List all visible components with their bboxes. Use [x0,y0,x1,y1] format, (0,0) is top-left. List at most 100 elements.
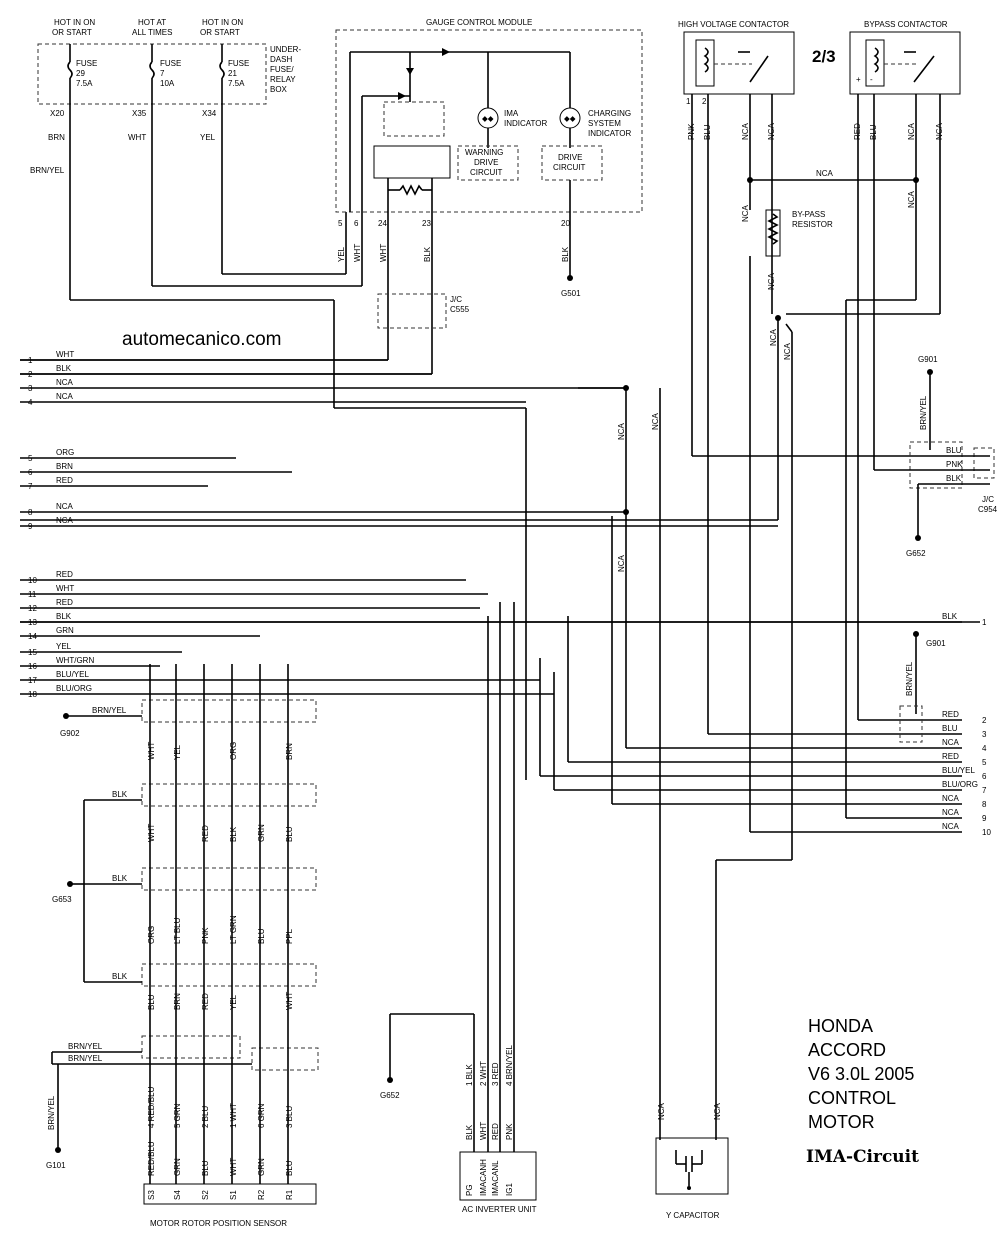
wire-color: NCA [56,392,74,401]
high-voltage-contactor-label: HIGH VOLTAGE CONTACTOR [678,20,789,29]
wire-color: NCA [741,122,750,140]
diode-symbol [398,92,406,100]
wire-number: 6 [28,468,33,477]
wire-number: 2 [982,716,987,725]
wire-color: WHT/GRN [56,656,94,665]
ground-icon [927,369,933,375]
wire-color: RED [56,570,73,579]
wire-number: 2 [28,370,33,379]
title-line: V6 3.0L 2005 [808,1064,914,1084]
subtitle: IMA-Circuit [806,1147,919,1167]
wire-color: YEL [200,133,216,142]
ground-label: G652 [380,1091,400,1100]
wire-number: 10 [28,576,37,585]
bypass-contactor [849,31,961,95]
wire-color: WHT [128,133,146,142]
terminal-label: X35 [132,109,147,118]
warning-drive-label: DRIVE [474,158,498,167]
wire-color: 3 RED [491,1062,500,1086]
power-label: ALL TIMES [132,28,172,37]
fuse-box-label: UNDER- [270,45,301,54]
wire-color: BLK [56,364,72,373]
power-label: HOT IN ON [54,18,95,27]
bypass-resistor [765,209,781,257]
title-line: CONTROL [808,1088,896,1108]
junction-label: C555 [450,305,470,314]
warning-drive-label: CIRCUIT [470,168,503,177]
ima-indicator-label: INDICATOR [504,119,547,128]
wire-color: BRN [173,993,182,1010]
charging-indicator-label: CHARGING [588,109,631,118]
wire-color: NCA [767,272,776,290]
wire-color: ORG [56,448,74,457]
wire-color: NCA [56,378,74,387]
ima-indicator-label: IMA [504,109,519,118]
wire-color: BLK [56,612,72,621]
y-capacitor-name: Y CAPACITOR [666,1211,720,1220]
fuse-number: 21 [228,69,237,78]
ground-label: G501 [561,289,581,298]
pin-label: S2 [201,1190,210,1200]
ground-icon [913,631,919,637]
wire-color: NCA [56,516,74,525]
wire-color: 4 BRN/YEL [505,1045,514,1086]
title-line: ACCORD [808,1040,886,1060]
pin-number: 2 [702,97,707,106]
wire-color: WHT [147,742,156,760]
wire-color: NCA [942,794,960,803]
wire-number: 8 [982,800,987,809]
fuse-name: FUSE [228,59,249,68]
title-line: MOTOR [808,1112,875,1132]
gauge-control-module: GAUGE CONTROL MODULE ◆◆ ◆◆ IMA INDICATOR… [335,18,643,298]
wire-number: 5 [982,758,987,767]
wire-color: PPL [285,928,294,944]
fuse-symbol [149,61,155,79]
wire-color: WHT [353,244,362,262]
wire-color: WHT [229,1158,238,1176]
wire-color: NCA [816,169,834,178]
wire-color: NCA [657,1102,666,1120]
wire-color: BLU [257,928,266,944]
wire-color: BRN/YEL [68,1054,103,1063]
wire-number: 1 [982,618,987,627]
module-pin: 5 [338,219,343,228]
wire-number: 11 [28,590,37,599]
wire-color: YEL [173,744,182,760]
wire-number: 18 [28,690,37,699]
resistor-symbol [399,184,423,196]
wire-number: 16 [28,662,37,671]
wire-color: BRN/YEL [92,706,127,715]
wire-color: BLK [112,972,128,981]
wire-color: BLK [229,826,238,842]
drive-circuit-label: DRIVE [558,153,582,162]
wire-number: 17 [28,676,37,685]
fuse-symbol [219,61,225,79]
fuse-symbol [67,61,73,79]
bypass-resistor-label: BY-PASS [792,210,825,219]
wire-number: 7 [28,482,33,491]
ladder-routing: NCA NCA NCA [487,385,962,1140]
watermark: automecanico.com [122,329,281,350]
wire-number: 10 [982,828,991,837]
module-pin: 20 [561,219,570,228]
ground-label: G653 [52,895,72,904]
svg-text:◆◆: ◆◆ [564,114,577,123]
pin-label: IMACANH [479,1159,488,1196]
wire-number: 3 [28,384,33,393]
wire-color: BLU/YEL [56,670,89,679]
fuse-name: FUSE [76,59,97,68]
fuse-rating: 7.5A [228,79,245,88]
power-label: HOT AT [138,18,166,27]
pin-label: PG [465,1184,474,1196]
wire-color: BRN/YEL [905,661,914,696]
fuse-feed-wires [69,104,527,770]
pin-label: S1 [229,1190,238,1200]
ground-icon [67,881,73,887]
wire-color: NCA [617,554,626,572]
module-pin: 6 [354,219,359,228]
wire-color: 3 BLU [285,1106,294,1128]
wire-color: BLU/ORG [56,684,92,693]
